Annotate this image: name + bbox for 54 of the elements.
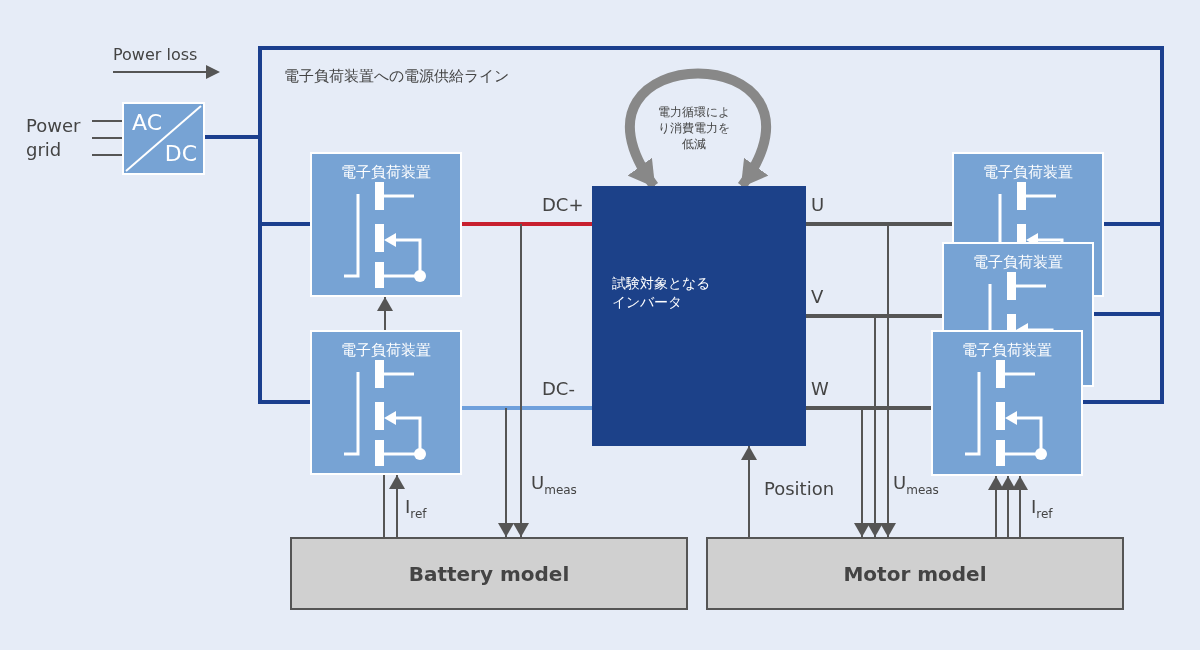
box-title: 電子負荷装置 (972, 253, 1064, 272)
connector-line (806, 314, 942, 318)
arrow (867, 315, 883, 538)
arrow (854, 407, 870, 538)
model-box (706, 537, 1124, 610)
load-box (942, 242, 1094, 330)
annotation-text: 電子負荷装置への電源供給ライン (284, 67, 509, 87)
load-box (931, 330, 1083, 476)
edge-label: DC- (542, 380, 575, 398)
arrow (988, 475, 1004, 538)
edge-label: U$_{meas}$ (893, 474, 939, 496)
arrow (498, 407, 514, 538)
converter-label: AC (132, 112, 163, 134)
model-box (290, 537, 688, 610)
grid-label: Power grid (26, 114, 82, 163)
edge-label: I$_{ref}$ (405, 498, 427, 520)
load-box (310, 152, 462, 297)
edge-label: I$_{ref}$ (1031, 498, 1053, 520)
box-title: Motor model (843, 561, 987, 586)
edge-label: Position (764, 480, 835, 498)
edge-label: W (811, 380, 829, 398)
annotation-text: 電力循環により消費電力を低減 (657, 104, 731, 153)
converter-label: DC (164, 143, 197, 165)
load-box (310, 330, 462, 475)
connector-line (91, 154, 123, 156)
edge-label: U (811, 196, 825, 214)
box-title: Battery model (408, 561, 570, 586)
arrow (1000, 475, 1016, 538)
box-title: 電子負荷装置 (961, 341, 1053, 360)
connector-line (806, 222, 952, 226)
connector-line (91, 120, 123, 122)
inverter-box (592, 186, 806, 446)
box-title: 電子負荷装置 (340, 163, 432, 182)
box-title: 電子負荷装置 (340, 341, 432, 360)
arrow (513, 223, 529, 538)
circular-arrow (625, 68, 771, 189)
arrow (741, 445, 757, 538)
connector-line (806, 406, 931, 410)
arrow (1012, 475, 1028, 538)
box-title: 試験対象となるインバータ (612, 274, 711, 312)
annotation-text: Power loss (113, 45, 198, 66)
edge-label: V (811, 288, 824, 306)
edge-label: U$_{meas}$ (531, 474, 577, 496)
connector-line (383, 474, 385, 538)
converter-box (122, 102, 205, 175)
load-box (952, 152, 1104, 242)
edge-label: DC+ (542, 196, 584, 214)
arrow (880, 223, 896, 538)
arrow (389, 474, 405, 538)
connector-line (462, 406, 592, 410)
connector-line (91, 137, 123, 139)
connector-line (462, 222, 592, 226)
box-title: 電子負荷装置 (982, 163, 1074, 182)
arrow (377, 296, 393, 331)
